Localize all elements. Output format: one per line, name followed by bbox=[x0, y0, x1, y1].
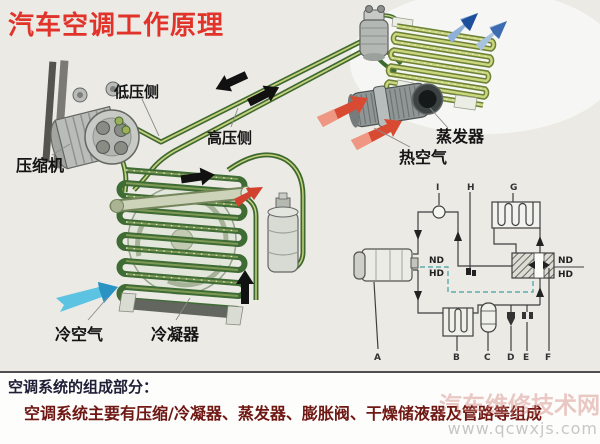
label-compressor: 压缩机 bbox=[16, 156, 64, 175]
circuit-schematic bbox=[353, 192, 584, 351]
schematic-letter-f: F bbox=[545, 353, 551, 363]
compressor-illustration bbox=[42, 60, 140, 170]
schematic-letter-c: C bbox=[484, 353, 491, 363]
hot-air-in-arrows bbox=[317, 96, 402, 150]
nd-label-left: ND bbox=[429, 256, 444, 266]
ac-system-diagram: 低压侧 高压侧 压缩机 蒸发器 热空气 冷空气 冷凝器 bbox=[16, 0, 600, 363]
footer-description: 空调系统主要有压缩/冷凝器、蒸发器、膨胀阀、干燥储液器及管路等组成 bbox=[24, 404, 542, 423]
hd-label-left: HD bbox=[429, 269, 444, 279]
label-cold-air: 冷空气 bbox=[55, 325, 103, 344]
page-title: 汽车空调工作原理 bbox=[8, 11, 225, 41]
nd-label-right: ND bbox=[558, 256, 573, 266]
expansion-valve-illustration bbox=[359, 5, 389, 61]
hd-label-right: HD bbox=[558, 270, 573, 280]
cold-air-out-arrows bbox=[447, 13, 507, 51]
schematic-letter-e: E bbox=[523, 353, 529, 363]
schematic-letter-i: I bbox=[436, 183, 439, 193]
cold-air-in-arrow bbox=[56, 282, 118, 312]
label-leader-lines bbox=[51, 98, 449, 321]
label-low-side: 低压侧 bbox=[113, 83, 159, 101]
label-evaporator: 蒸发器 bbox=[436, 127, 485, 146]
footer-section: 空调系统的组成部分： 空调系统主要有压缩/冷凝器、蒸发器、膨胀阀、干燥储液器及管… bbox=[0, 371, 600, 444]
condenser-outlet-red-arrow bbox=[234, 187, 263, 207]
flow-arrows bbox=[180, 71, 280, 304]
label-high-side: 高压侧 bbox=[207, 129, 252, 147]
schematic-letter-d: D bbox=[507, 353, 514, 363]
label-condenser: 冷凝器 bbox=[151, 325, 200, 344]
schematic-letter-a: A bbox=[374, 353, 381, 363]
evaporator-coil bbox=[383, 16, 497, 111]
schematic-letter-h: H bbox=[467, 183, 475, 193]
receiver-drier bbox=[267, 192, 299, 273]
schematic-letter-b: B bbox=[453, 353, 460, 363]
label-hot-air: 热空气 bbox=[399, 148, 447, 167]
footer-heading: 空调系统的组成部分： bbox=[8, 378, 159, 396]
schematic-letter-g: G bbox=[510, 183, 517, 193]
